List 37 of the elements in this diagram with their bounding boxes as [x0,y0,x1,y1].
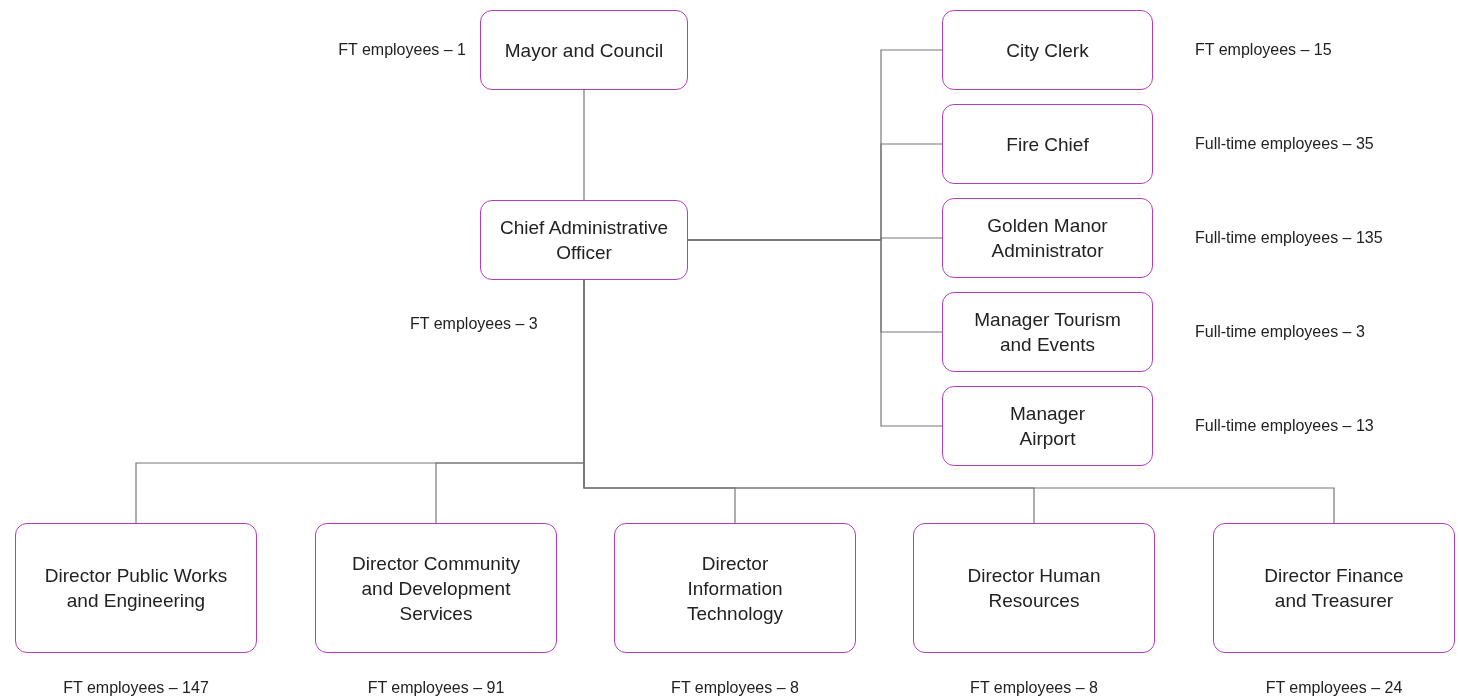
employee-count: Full-time employees – 135 [1195,229,1383,247]
org-box [942,198,1153,278]
employee-count: Full-time employees – 13 [1195,417,1374,435]
role-title: Fire Chief [1006,132,1089,157]
org-box [315,523,557,653]
org-box [942,10,1153,90]
employee-count: FT employees – 15 [1195,41,1332,59]
org-box [15,523,257,653]
role-title: Chief Administrative Officer [499,216,669,265]
role-title: Mayor and Council [504,38,664,63]
role-title: Director Community and Development Services [351,551,521,626]
employee-count: Full-time employees – 3 [1195,323,1365,341]
employee-count: FT employees – 24 [1265,679,1403,697]
org-box [942,386,1153,466]
org-box [480,10,688,90]
role-title: Manager Airport [1009,402,1086,451]
org-box [942,292,1153,372]
role-title: Manager Tourism and Events [973,308,1122,357]
role-title: Director Information Technology [685,551,785,626]
org-box [913,523,1155,653]
role-title: City Clerk [1006,38,1089,63]
employee-count: FT employees – 8 [970,679,1098,697]
role-title: Director Human Resources [966,564,1102,613]
employee-count: FT employees – 1 [338,41,466,59]
connector-line [583,89,585,201]
employee-count: FT employees – 3 [410,315,538,333]
org-box [480,200,688,280]
employee-count: FT employees – 91 [367,679,505,697]
employee-count: FT employees – 147 [63,679,209,697]
org-box [1213,523,1455,653]
role-title: Golden Manor Administrator [986,214,1109,263]
employee-count: FT employees – 8 [671,679,799,697]
role-title: Director Finance and Treasurer [1263,564,1405,613]
org-box [942,104,1153,184]
org-box [614,523,856,653]
employee-count: Full-time employees – 35 [1195,135,1374,153]
role-title: Director Public Works and Engineering [43,564,229,613]
